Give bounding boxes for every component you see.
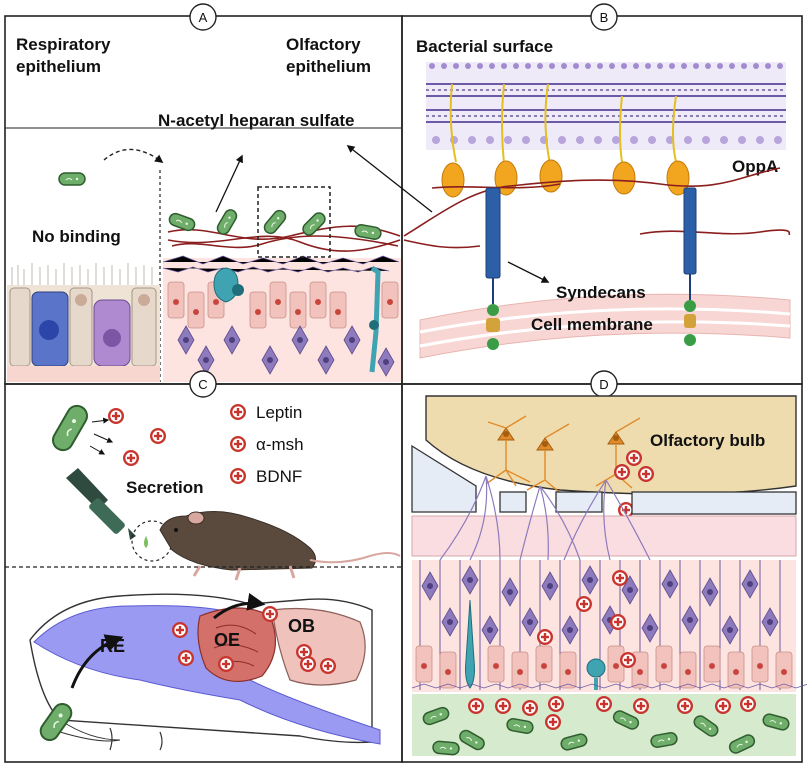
legend-leptin: Leptin xyxy=(256,403,302,422)
olfactory-label-line1: Olfactory xyxy=(286,35,361,54)
legend-bdnf: BDNF xyxy=(256,467,302,486)
arrow-icon xyxy=(507,261,550,283)
bacterium-icon xyxy=(39,702,73,742)
panel-d: D Olfactory bulb xyxy=(411,370,807,756)
no-binding-label: No binding xyxy=(32,227,121,246)
plus-badge-icon xyxy=(545,714,561,730)
plus-badge-icon xyxy=(596,696,612,712)
syndecans-label: Syndecans xyxy=(556,283,646,302)
olfactory-bulb-label: Olfactory bulb xyxy=(650,431,765,450)
oppa-proteins xyxy=(441,83,690,198)
lamina-propria xyxy=(411,515,797,557)
neuron-icon xyxy=(485,415,531,487)
plus-badge-icon xyxy=(612,570,628,586)
plus-badge-icon xyxy=(548,696,564,712)
plus-badge-icon xyxy=(740,696,756,712)
plus-badge-icon xyxy=(178,650,194,666)
plus-badge-icon xyxy=(150,428,166,444)
neuron-icon xyxy=(526,423,570,493)
arrow-icon xyxy=(70,634,124,689)
oe-label: OE xyxy=(214,630,240,650)
plus-badge-icon xyxy=(576,596,592,612)
panel-a: A Respiratory epithelium Olfactory epith… xyxy=(5,3,402,382)
olfactory-label-line2: epithelium xyxy=(286,57,371,76)
oppa-icon xyxy=(441,162,465,198)
panel-b: B Bacterial surface xyxy=(346,3,791,359)
arrow-icon xyxy=(213,592,266,620)
dropper-icon xyxy=(66,468,148,548)
sustentacular-cell-icon xyxy=(213,267,239,303)
plus-badge-icon xyxy=(320,658,336,674)
bacterial-surface-layers xyxy=(426,62,786,150)
sustentacular-cell-icon xyxy=(586,658,606,678)
bacterial-surface-label: Bacterial surface xyxy=(416,37,553,56)
plus-badge-icon xyxy=(715,698,731,714)
cell-membrane-label: Cell membrane xyxy=(531,315,653,334)
plus-badge-icon xyxy=(633,698,649,714)
oppa-icon xyxy=(612,161,636,195)
panel-c-letter: C xyxy=(198,377,207,392)
respiratory-label-line2: epithelium xyxy=(16,57,101,76)
neuron-icon xyxy=(595,417,641,489)
plus-badge-icon xyxy=(468,698,484,714)
plus-badge-icon xyxy=(230,436,246,452)
heparan-sulfate-label: N-acetyl heparan sulfate xyxy=(158,111,355,130)
ob-label: OB xyxy=(288,616,315,636)
secretion-label: Secretion xyxy=(126,478,203,497)
mouse-icon xyxy=(159,510,401,581)
olfactory-epithelium-d xyxy=(411,560,807,692)
olfactory-bulb-region xyxy=(271,607,366,686)
plus-badge-icon xyxy=(218,656,234,672)
panel-d-letter: D xyxy=(599,377,608,392)
dashed-arrow-icon xyxy=(103,148,164,164)
plus-badge-icon xyxy=(638,466,654,482)
plus-badge-icon xyxy=(230,404,246,420)
panel-b-letter: B xyxy=(600,10,609,25)
plus-badge-icon xyxy=(610,614,626,630)
plus-badge-icon xyxy=(495,698,511,714)
cribriform-plate xyxy=(411,444,797,515)
plus-badge-icon xyxy=(677,698,693,714)
plus-badge-icon xyxy=(537,629,553,645)
bacterium-icon xyxy=(52,404,88,452)
plus-badge-icon xyxy=(123,450,139,466)
panel-c: C Leptin α-msh BDNF Secretion xyxy=(5,370,402,751)
legend-alpha-msh: α-msh xyxy=(256,435,304,454)
plus-badge-icon xyxy=(172,622,188,638)
respiratory-label-line1: Respiratory xyxy=(16,35,111,54)
zoom-box xyxy=(257,186,331,258)
oppa-label: OppA xyxy=(732,157,778,176)
plus-badge-icon xyxy=(620,652,636,668)
plus-badge-icon xyxy=(300,656,316,672)
syndecan-icon xyxy=(485,187,501,350)
syndecan-icon xyxy=(683,187,697,346)
plus-badge-icon xyxy=(614,464,630,480)
axon-bundles xyxy=(439,475,651,561)
bacterium-icon xyxy=(58,172,86,186)
panel-a-badge xyxy=(189,3,217,31)
plus-badge-icon xyxy=(108,408,124,424)
arrow-icon xyxy=(346,145,433,213)
panel-a-letter: A xyxy=(199,10,208,25)
plus-badge-icon xyxy=(626,450,642,466)
respiratory-epithelium xyxy=(7,263,160,382)
plus-badge-icon xyxy=(230,468,246,484)
arrow-icon xyxy=(215,154,243,213)
plus-badge-icon xyxy=(262,606,278,622)
plus-badge-icon xyxy=(522,700,538,716)
olfactory-epithelium xyxy=(162,255,401,382)
